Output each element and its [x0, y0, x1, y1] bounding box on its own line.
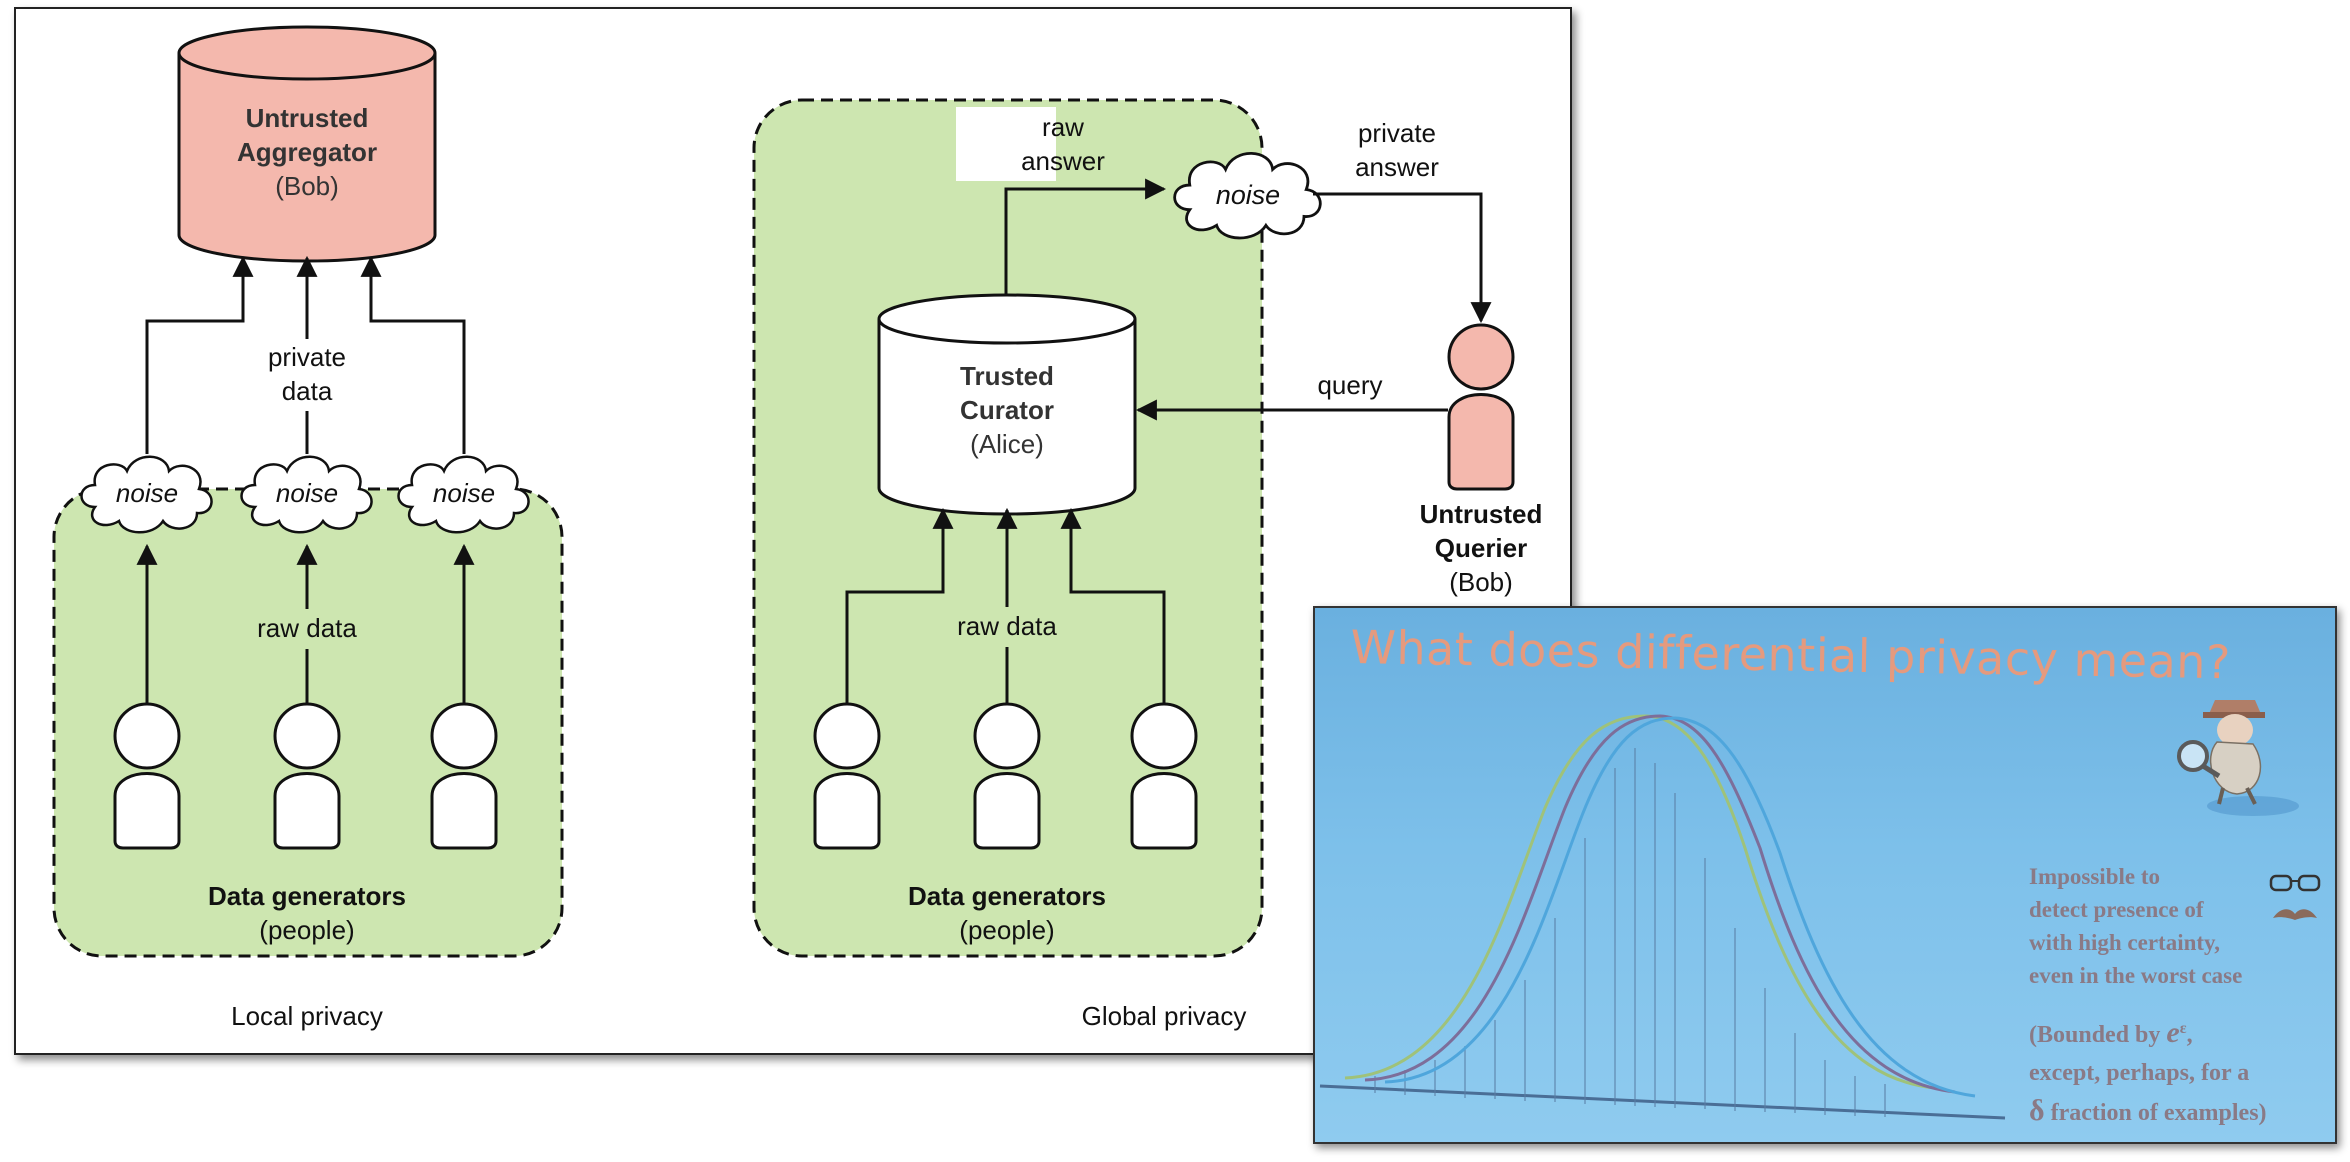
- bound-line1: (Bounded by eε,: [2029, 1016, 2193, 1049]
- curve-blue: [1384, 716, 1976, 1098]
- private-data-arrow-left: [145, 255, 254, 454]
- bell-curves-illustration: [1319, 700, 2321, 1120]
- curator-title-line2: Curator: [960, 395, 1054, 425]
- curator-owner: (Alice): [970, 429, 1044, 459]
- diagram-panel: Untrusted Aggregator (Bob) private data …: [14, 7, 1572, 1055]
- private-data-arrow-right: [360, 255, 466, 454]
- noise-cloud-right: noise: [397, 455, 530, 534]
- untrusted-querier-person-icon: [1447, 323, 1515, 491]
- raw-answer-label-line1: raw: [1042, 112, 1084, 142]
- raw-data-arrow-left: [845, 507, 954, 704]
- querier-title-line1: Untrusted: [1420, 499, 1543, 529]
- querier-title-line2: Querier: [1435, 533, 1528, 563]
- trusted-curator-database: Trusted Curator (Alice): [877, 293, 1137, 516]
- query-label: query: [1317, 370, 1382, 400]
- spy-detective-icon: [2177, 700, 2299, 816]
- noise-cloud-middle: noise: [240, 455, 373, 534]
- bound-line2: except, perhaps, for a: [2029, 1060, 2250, 1086]
- noise-label: noise: [433, 478, 495, 508]
- noise-cloud-left: noise: [80, 455, 213, 534]
- raw-data-label: raw data: [257, 613, 357, 643]
- aggregator-owner: (Bob): [275, 171, 339, 201]
- querier-owner: (Bob): [1449, 567, 1513, 597]
- data-generators-title: Data generators: [208, 881, 406, 911]
- raw-data-label: raw data: [957, 611, 1057, 641]
- slide-text-line: even in the worst case: [2029, 963, 2243, 988]
- noise-label: noise: [1216, 180, 1280, 210]
- untrusted-aggregator-database: Untrusted Aggregator (Bob): [177, 25, 437, 263]
- curator-title-line1: Trusted: [960, 361, 1054, 391]
- data-generators-subtitle: (people): [259, 915, 354, 945]
- slide-text-line: Impossible to: [2029, 864, 2160, 889]
- slide-text-line: with high certainty,: [2029, 930, 2221, 955]
- local-privacy-diagram: Untrusted Aggregator (Bob) private data …: [52, 25, 564, 1031]
- private-answer-label-line1: private: [1358, 118, 1436, 148]
- data-generators-title: Data generators: [908, 881, 1106, 911]
- aggregator-title-line1: Untrusted: [246, 103, 369, 133]
- curve-purple: [1364, 714, 1956, 1094]
- global-privacy-caption: Global privacy: [1082, 1001, 1247, 1031]
- local-privacy-caption: Local privacy: [231, 1001, 383, 1031]
- slide-photo: What does differential privacy mean?: [1313, 606, 2337, 1144]
- raw-answer-label-line2: answer: [1021, 146, 1105, 176]
- private-data-label-line2: data: [282, 376, 333, 406]
- global-privacy-diagram: raw answer Trusted Curator (Alice) noise…: [752, 98, 1543, 1031]
- noise-label: noise: [116, 478, 178, 508]
- slide-text-line: detect presence of: [2029, 897, 2204, 922]
- data-generators-subtitle: (people): [959, 915, 1054, 945]
- slide-description: Impossible to detect presence of with hi…: [2029, 860, 2242, 992]
- private-answer-arrow: [1313, 192, 1492, 324]
- noise-label: noise: [276, 478, 338, 508]
- aggregator-title-line2: Aggregator: [237, 137, 377, 167]
- raw-answer-arrow: [1004, 178, 1167, 299]
- slide-bound-note: (Bounded by eε, except, perhaps, for a δ…: [2029, 1010, 2267, 1132]
- private-data-label-line1: private: [268, 342, 346, 372]
- private-answer-label-line2: answer: [1355, 152, 1439, 182]
- raw-data-arrow-right: [1060, 507, 1166, 704]
- glasses-mustache-icon: [2269, 874, 2321, 920]
- noise-cloud-global: noise: [1173, 151, 1322, 240]
- bound-line3: δ fraction of examples): [2029, 1094, 2267, 1127]
